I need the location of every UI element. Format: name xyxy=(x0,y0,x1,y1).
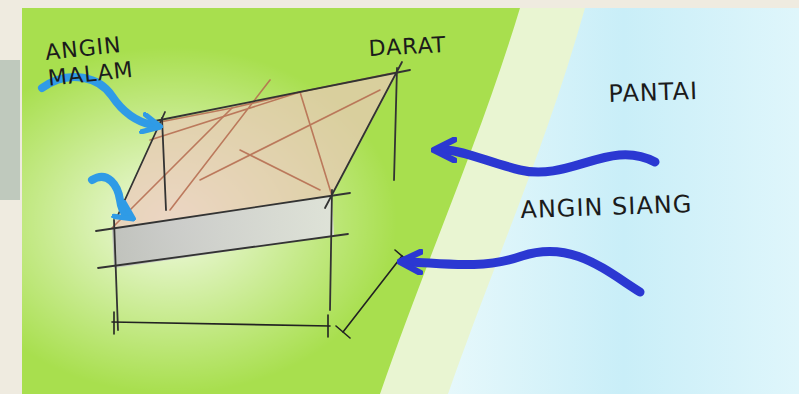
beach-label: PANTAI xyxy=(608,74,779,109)
sea-area xyxy=(448,8,799,394)
day-wind-arrow xyxy=(444,150,655,172)
hut-outline xyxy=(96,62,410,330)
side-strip xyxy=(0,60,20,200)
night-wind-arrow xyxy=(92,177,126,214)
beach-strip xyxy=(380,8,799,394)
pavilion-sketch xyxy=(96,62,410,338)
land-area xyxy=(22,8,799,394)
dimension-lines xyxy=(112,250,409,338)
day-wind-arrow xyxy=(410,251,640,292)
